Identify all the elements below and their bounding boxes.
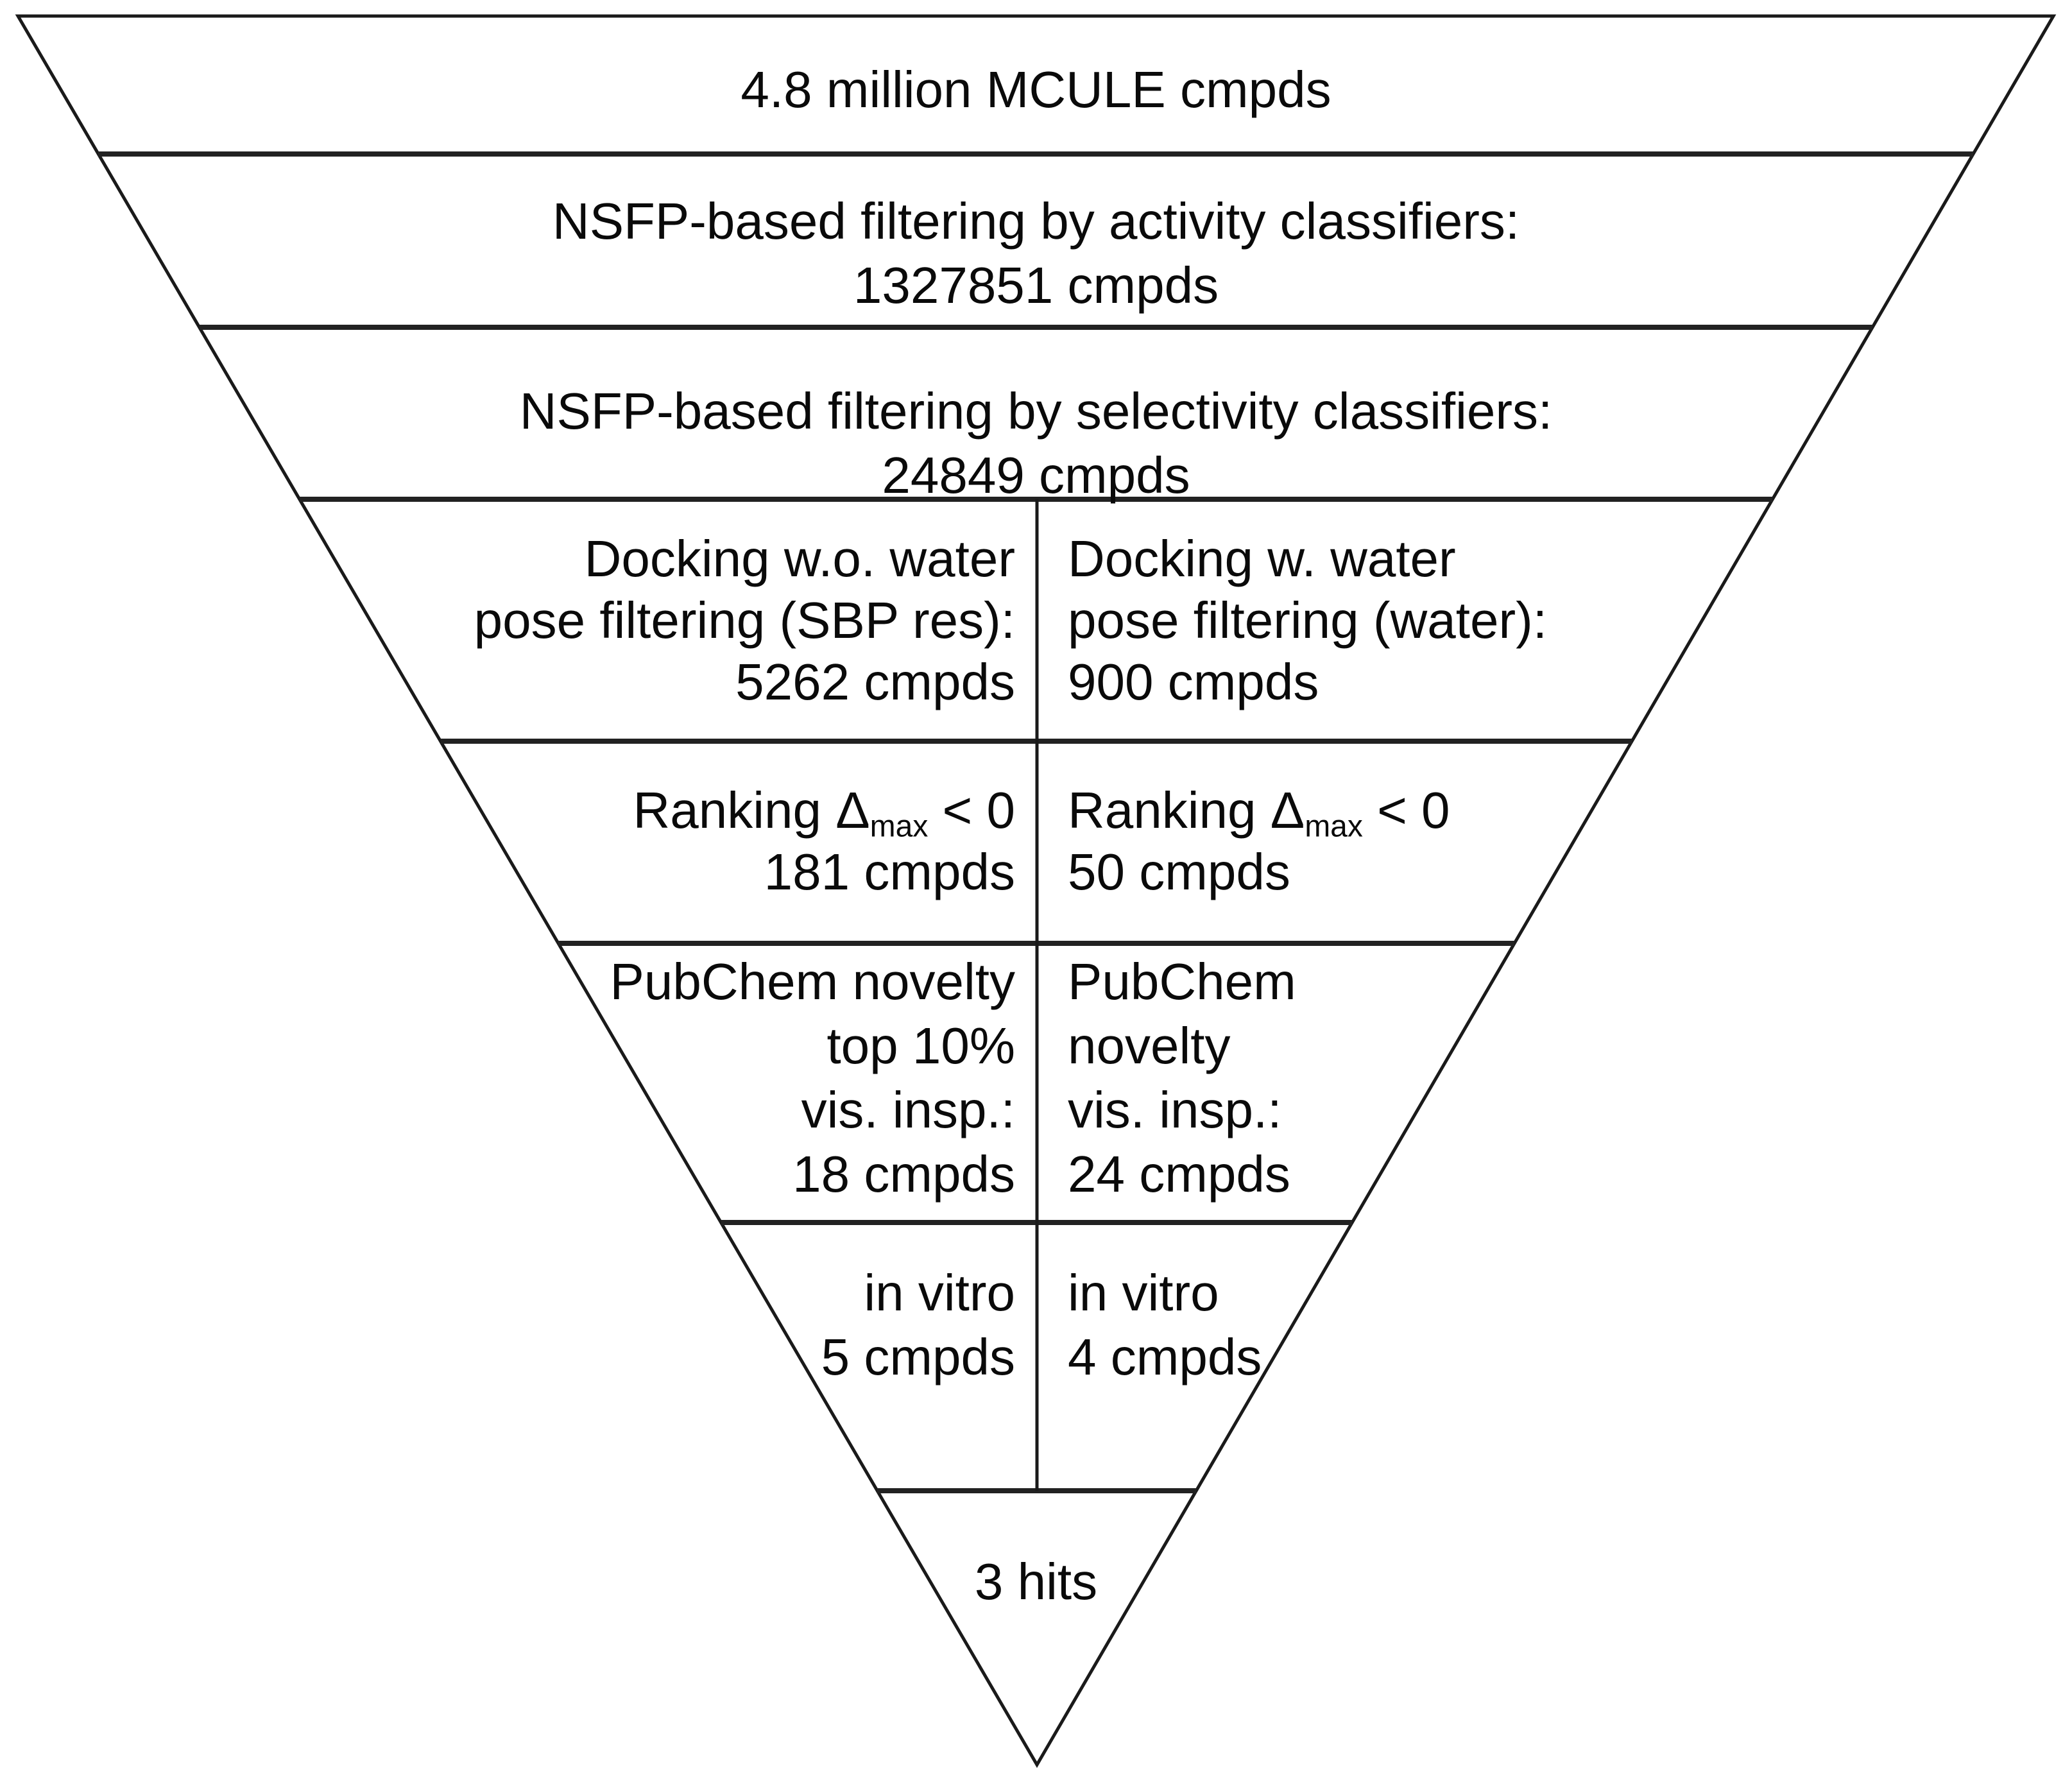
text-line: pose filtering (water): <box>1068 592 1547 649</box>
text-line: 24 cmpds <box>1068 1145 1290 1203</box>
level-novelty-left-label: PubChem novelty top 10% vis. insp.: 18 c… <box>610 950 1015 1206</box>
text-line: vis. insp.: <box>1068 1081 1282 1138</box>
text-line: top 10% <box>826 1017 1015 1074</box>
level-docking-right-label: Docking w. water pose filtering (water):… <box>1068 528 1547 713</box>
text-line: NSFP-based filtering by selectivity clas… <box>519 382 1553 440</box>
text-line: vis. insp.: <box>801 1081 1015 1138</box>
funnel-outline <box>15 14 2057 1768</box>
text-line: 4.8 million MCULE cmpds <box>741 61 1331 118</box>
formula-suffix: < 0 <box>1362 782 1450 839</box>
level-invitro-left-label: in vitro 5 cmpds <box>821 1261 1015 1389</box>
text-line: Docking w.o. water <box>584 530 1015 587</box>
text-line: 5262 cmpds <box>735 653 1015 710</box>
level-ranking-left-label: Ranking Δmax < 0 181 cmpds <box>633 780 1015 903</box>
level-ranking-right-label: Ranking Δmax < 0 50 cmpds <box>1068 780 1450 903</box>
level-novelty-right-label: PubChem novelty vis. insp.: 24 cmpds <box>1068 950 1296 1206</box>
level-library-label: 4.8 million MCULE cmpds <box>0 58 2072 122</box>
text-line: 900 cmpds <box>1068 653 1319 710</box>
text-line: 24849 cmpds <box>882 447 1190 504</box>
text-line: 181 cmpds <box>764 843 1015 900</box>
formula-subscript: max <box>1305 809 1363 844</box>
text-line: in vitro <box>1068 1264 1219 1321</box>
formula-prefix: Ranking Δ <box>633 782 870 839</box>
text-line: 18 cmpds <box>792 1145 1015 1203</box>
formula-prefix: Ranking Δ <box>1068 782 1305 839</box>
formula-suffix: < 0 <box>928 782 1015 839</box>
text-line: novelty <box>1068 1017 1231 1074</box>
text-line: NSFP-based filtering by activity classif… <box>552 193 1520 250</box>
text-line: Docking w. water <box>1068 530 1456 587</box>
level-docking-left-label: Docking w.o. water pose filtering (SBP r… <box>474 528 1015 713</box>
text-line: 3 hits <box>974 1553 1098 1610</box>
text-line: 5 cmpds <box>821 1328 1015 1385</box>
level-invitro-right-label: in vitro 4 cmpds <box>1068 1261 1262 1389</box>
text-line: PubChem <box>1068 953 1296 1010</box>
text-line: 50 cmpds <box>1068 843 1290 900</box>
level-hits-label: 3 hits <box>0 1550 2072 1614</box>
ranking-formula: Ranking Δmax < 0 <box>1068 780 1450 844</box>
text-line: PubChem novelty <box>610 953 1015 1010</box>
formula-subscript: max <box>869 809 929 844</box>
level-activity-filtering-label: NSFP-based filtering by activity classif… <box>0 189 2072 318</box>
level-selectivity-filtering-label: NSFP-based filtering by selectivity clas… <box>0 379 2072 508</box>
text-line: pose filtering (SBP res): <box>474 592 1015 649</box>
text-line: 1327851 cmpds <box>853 257 1219 314</box>
ranking-formula: Ranking Δmax < 0 <box>633 780 1015 844</box>
text-line: 4 cmpds <box>1068 1328 1262 1385</box>
text-line: in vitro <box>864 1264 1015 1321</box>
